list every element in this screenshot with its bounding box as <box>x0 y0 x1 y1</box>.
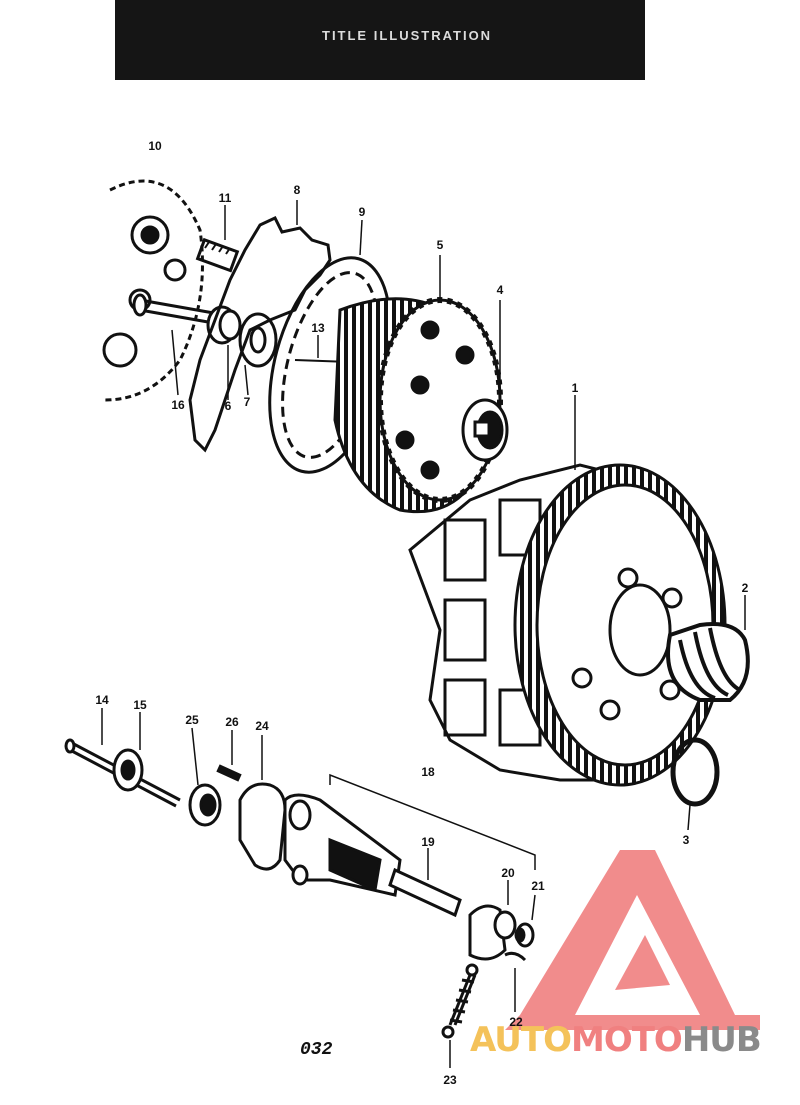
callout-3: 3 <box>682 833 690 847</box>
callout-1: 1 <box>571 381 579 395</box>
part-7-washer <box>238 312 278 396</box>
part-6-nut <box>206 305 242 400</box>
callout-23: 23 <box>443 1073 457 1087</box>
part-20-22-lever <box>468 880 536 1012</box>
header-title: TITLE ILLUSTRATION <box>322 28 493 43</box>
part-26-screw <box>216 730 242 782</box>
callout-8: 8 <box>293 183 301 197</box>
part-24-gasket <box>238 735 287 871</box>
callout-9: 9 <box>358 205 366 219</box>
callout-5: 5 <box>436 238 444 252</box>
part-19-rod <box>388 848 462 918</box>
callout-20: 20 <box>501 866 515 880</box>
part-4-bushing <box>461 300 509 462</box>
callout-14: 14 <box>95 693 109 707</box>
brand-auto: AUTO <box>470 1020 572 1060</box>
callout-18: 18 <box>421 765 435 779</box>
part-16-shaft <box>132 293 226 396</box>
page-number: 032 <box>300 1040 333 1060</box>
part-8-plate <box>188 200 332 453</box>
callout-6: 6 <box>224 399 232 413</box>
part-3-oring <box>670 737 720 831</box>
watermark-logo <box>505 850 760 1030</box>
callout-13: 13 <box>311 321 325 335</box>
part-18-lifter <box>283 773 536 897</box>
callout-2: 2 <box>741 581 749 595</box>
callout-10: 10 <box>148 139 162 153</box>
brand-hub: HUB <box>681 1020 762 1060</box>
callout-22: 22 <box>509 1015 523 1029</box>
part-25-seal <box>188 727 222 827</box>
callout-11: 11 <box>218 191 232 205</box>
part-2-bush <box>666 595 750 702</box>
part-11-stud <box>195 205 240 273</box>
part-1-housing <box>408 395 727 787</box>
callout-24: 24 <box>255 719 269 733</box>
part-5-hub <box>333 255 503 514</box>
brand-moto: MOTO <box>570 1020 683 1060</box>
callout-25: 25 <box>185 713 199 727</box>
part-10-gear <box>102 179 204 402</box>
callout-21: 21 <box>531 879 545 893</box>
part-14-15-rod <box>64 708 181 808</box>
callout-19: 19 <box>421 835 435 849</box>
callout-7: 7 <box>243 395 251 409</box>
watermark-brand: AUTOMOTOHUB <box>470 1020 762 1060</box>
callout-16: 16 <box>171 398 185 412</box>
callout-26: 26 <box>225 715 239 729</box>
callout-15: 15 <box>133 698 147 712</box>
part-23-spring <box>441 963 479 1068</box>
callout-4: 4 <box>496 283 504 297</box>
header-block <box>115 0 645 80</box>
